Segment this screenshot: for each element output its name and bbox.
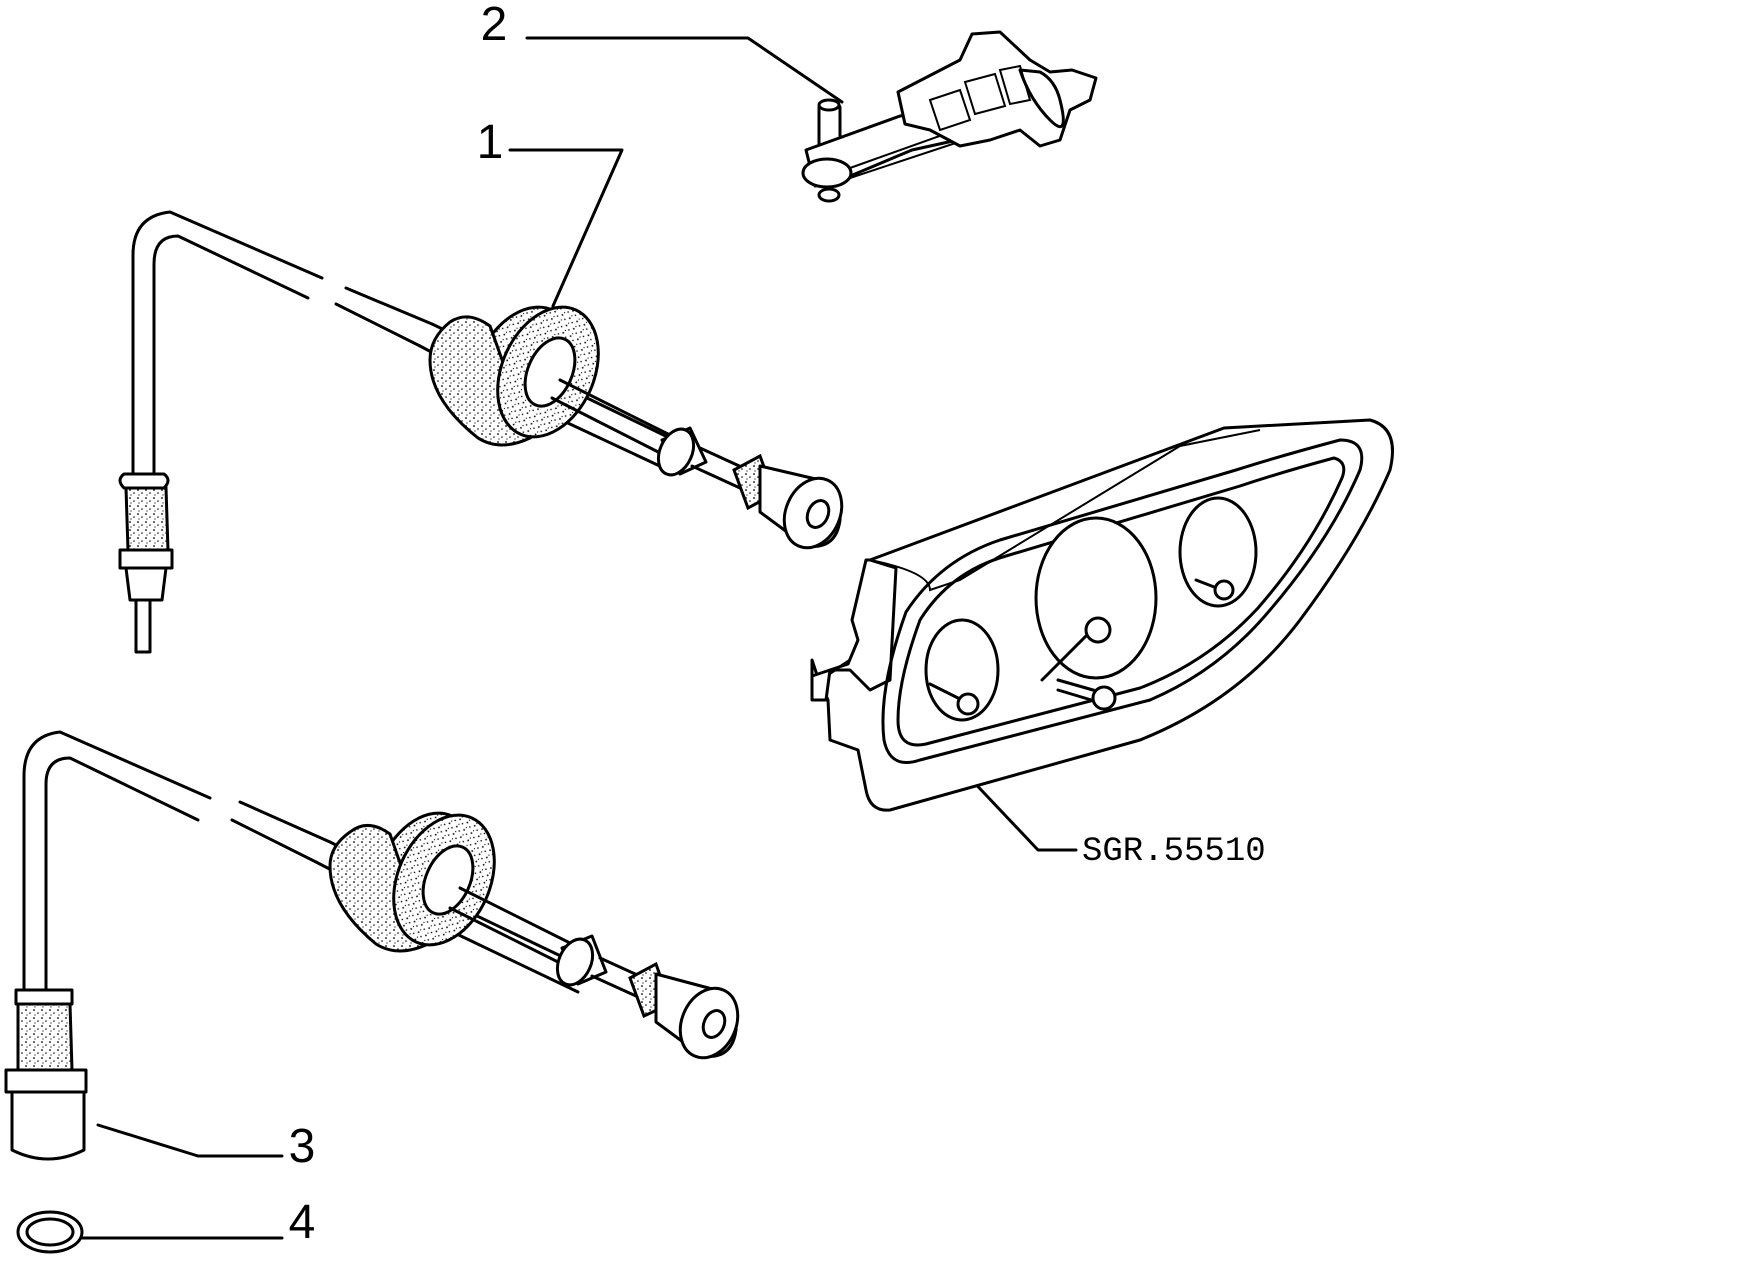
clip-bracket-part (525, 30, 1098, 203)
callout-1: 1 (477, 116, 504, 169)
o-ring-part (16, 1210, 284, 1254)
instrument-cluster (810, 418, 1394, 852)
callout-4: 4 (289, 1196, 316, 1249)
upper-cable-part (118, 148, 844, 654)
callout-3: 3 (289, 1120, 316, 1173)
callout-2: 2 (481, 0, 508, 51)
reference-code: SGR.55510 (1082, 833, 1266, 871)
lower-cable-part (4, 730, 740, 1161)
